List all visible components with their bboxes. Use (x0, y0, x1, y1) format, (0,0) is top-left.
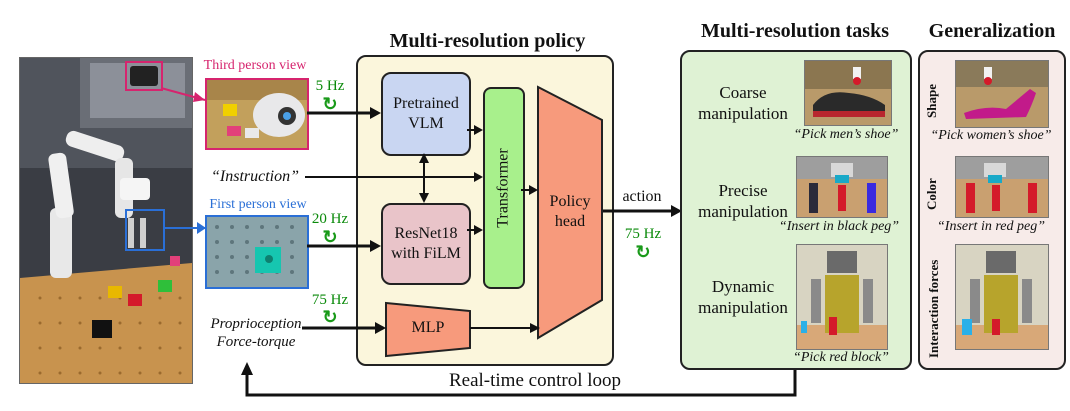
gen-color-label: Color (924, 178, 939, 210)
task-dynamic-line1: Dynamic (711, 277, 775, 296)
policy-head-block (537, 85, 603, 340)
instruction-label: “Instruction” (210, 168, 299, 185)
vlm-rate: 5 Hz (315, 78, 345, 94)
task-coarse-line2: manipulation (698, 104, 788, 123)
first-person-image (205, 215, 309, 289)
transformer-block: Transformer (483, 87, 525, 289)
third-person-image (205, 78, 309, 150)
task-precise-line2: manipulation (698, 202, 788, 221)
vlm-line2: VLM (408, 115, 444, 132)
gen-color-quote: “Insert in red peg” (937, 219, 1045, 234)
action-label: action (622, 188, 662, 205)
gen-color-image (955, 156, 1049, 218)
task-coarse-quote: “Pick men’s shoe” (793, 127, 899, 142)
first-person-label: First person view (209, 197, 307, 212)
gen-shape-quote: “Pick women’s shoe” (930, 128, 1052, 143)
task-coarse-image (804, 60, 892, 126)
action-rate: 75 Hz (624, 226, 662, 242)
task-dynamic-quote: “Pick red block” (793, 350, 889, 365)
gen-forces-label: Interaction forces (926, 259, 941, 358)
task-dynamic-image (796, 244, 888, 350)
policy-title: Multi-resolution policy (389, 30, 586, 52)
policy-head-line1: Policy (549, 193, 591, 210)
task-dynamic-label: Dynamic manipulation (688, 276, 798, 318)
task-precise-label: Precise manipulation (688, 180, 798, 222)
task-coarse-line1: Coarse (719, 83, 767, 102)
third-person-label: Third person view (203, 58, 307, 73)
action-loop-icon: ↻ (635, 242, 651, 262)
control-loop-label: Real-time control loop (448, 370, 621, 391)
policy-head-label: Policy head (538, 192, 602, 232)
gen-shape-label: Shape (924, 84, 939, 118)
gen-forces-image (955, 244, 1049, 350)
mlp-loop-icon: ↻ (322, 307, 338, 327)
robot-scene-photo (19, 57, 193, 384)
task-precise-line1: Precise (718, 181, 768, 200)
task-coarse-label: Coarse manipulation (688, 82, 798, 124)
mlp-rate: 75 Hz (311, 292, 349, 308)
mlp-label: MLP (411, 319, 445, 336)
policy-head-line2: head (554, 213, 586, 230)
resnet-rate: 20 Hz (311, 211, 349, 227)
force-torque-label: Force-torque (216, 334, 296, 350)
resnet-line1: ResNet18 (394, 225, 458, 242)
generalization-title: Generalization (928, 20, 1056, 42)
resnet-line2: with FiLM (391, 245, 461, 262)
resnet-loop-icon: ↻ (322, 227, 338, 247)
vlm-line1: Pretrained (393, 95, 459, 112)
mlp-block (385, 301, 471, 358)
vlm-loop-icon: ↻ (322, 94, 338, 114)
task-precise-image (796, 156, 888, 218)
resnet-block: ResNet18 with FiLM (381, 203, 471, 285)
task-dynamic-line2: manipulation (698, 298, 788, 317)
proprioception-label: Proprioception (210, 316, 302, 332)
task-precise-quote: “Insert in black peg” (778, 219, 900, 234)
tasks-title: Multi-resolution tasks (701, 20, 889, 42)
gen-shape-image (955, 60, 1049, 128)
